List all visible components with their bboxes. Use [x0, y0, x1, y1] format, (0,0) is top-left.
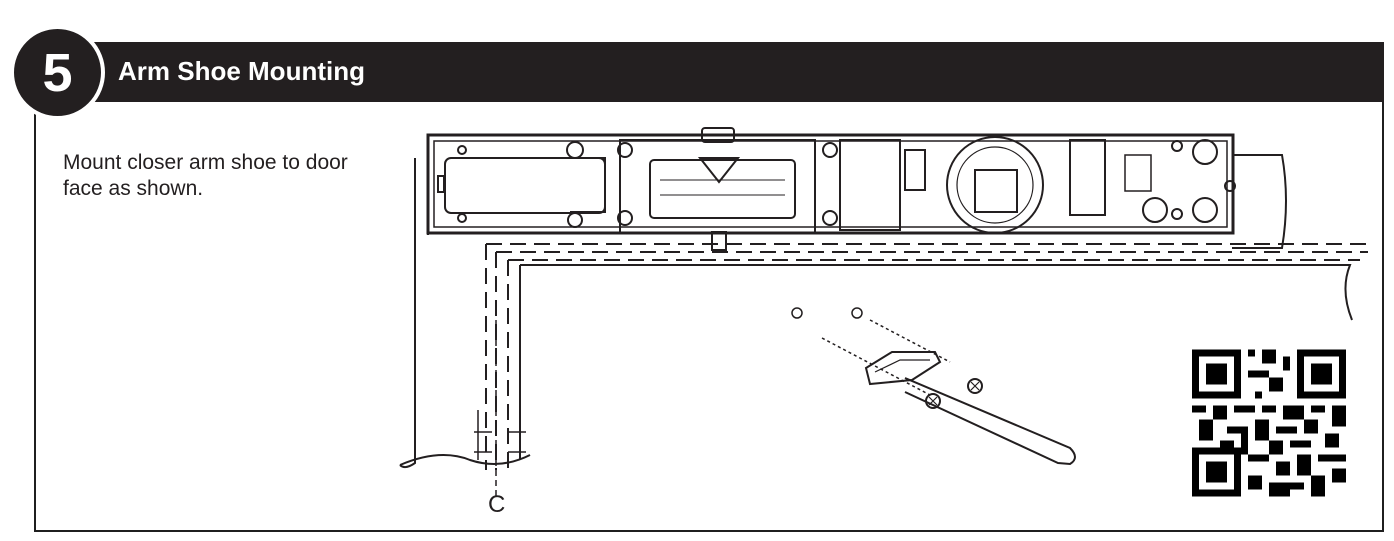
centerline-label: C: [488, 491, 505, 518]
step-title: Arm Shoe Mounting: [118, 56, 365, 86]
step-number-badge: 5: [10, 25, 105, 120]
door-closer-mounting-diagram: C: [399, 127, 1368, 518]
closer-arm-shoe: [864, 351, 1076, 466]
arm-shoe-mounting-holes: [791, 307, 951, 396]
instruction-text: Mount closer arm shoe to door face as sh…: [63, 151, 348, 200]
step-header-bar: [34, 42, 1384, 102]
qr-code: [1192, 349, 1346, 497]
door-closer-body: [426, 127, 1236, 251]
step-panel: [34, 42, 1384, 532]
step-number: 5: [42, 42, 73, 103]
hinge-centerline-marks: [474, 300, 526, 500]
